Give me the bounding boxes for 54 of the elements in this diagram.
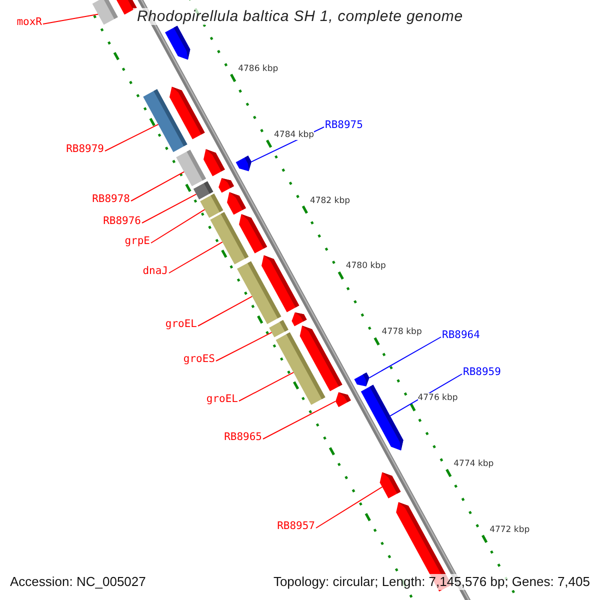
gene-segment	[204, 149, 225, 176]
tick-label: 4778 kbp	[382, 327, 422, 338]
gene-segment	[236, 156, 252, 172]
gene-label: groEL	[206, 393, 238, 405]
tick-label: 4774 kbp	[454, 459, 494, 470]
tick-label: 4776 kbp	[418, 393, 458, 404]
leader-line	[216, 332, 272, 362]
leader-line	[198, 296, 253, 326]
gene-segment	[227, 192, 246, 215]
leader-line	[42, 14, 99, 24]
accession-text: Accession: NC_005027	[10, 574, 146, 590]
gene-label: RB8978	[92, 193, 130, 205]
tick-label: 4772 kbp	[490, 524, 530, 535]
gene-label: RB8979	[66, 143, 104, 155]
gene-label: grpE	[124, 235, 150, 247]
gene-label: RB8959	[463, 366, 501, 378]
gene-label: RB8976	[103, 215, 141, 227]
gene-segment	[336, 392, 351, 408]
leader-line	[168, 242, 223, 274]
gene-segment	[300, 326, 342, 392]
gene-bar	[176, 150, 206, 186]
gene-bar	[92, 0, 118, 25]
gene-segment	[354, 372, 370, 386]
gene-label: RB8957	[277, 520, 315, 532]
leader-line	[104, 124, 159, 152]
gene-label: RB8975	[325, 119, 363, 131]
leader-line	[150, 209, 206, 244]
gene-bar	[200, 194, 224, 218]
gene-segment	[165, 26, 190, 60]
gene-label: dnaJ	[142, 265, 168, 277]
gene-segment	[380, 472, 401, 498]
gene-segment	[292, 312, 307, 326]
leader-line	[238, 372, 294, 402]
gene-segment	[170, 86, 205, 140]
tick-label: 4784 kbp	[274, 130, 314, 140]
gene-segment	[360, 384, 404, 450]
leader-line	[142, 194, 197, 224]
gene-segment	[239, 214, 268, 254]
tick-label: 4782 kbp	[310, 196, 350, 206]
tick-label: 4786 kbp	[238, 64, 278, 74]
gene-label: groEL	[165, 318, 197, 330]
leader-line	[262, 400, 336, 440]
leader-line	[368, 336, 442, 378]
gene-label: groES	[183, 353, 215, 365]
gene-segment	[262, 255, 300, 312]
gene-label: moxR	[16, 16, 42, 28]
tick-label: 4780 kbp	[346, 261, 386, 272]
gene-segment	[218, 178, 234, 193]
gene-label: RB8964	[442, 329, 480, 341]
leader-line	[130, 171, 185, 202]
genome-stats-text: Topology: circular; Length: 7,145,576 bp; Genes: 7,405	[273, 574, 590, 590]
leader-line	[316, 486, 383, 528]
gene-label: RB8965	[224, 431, 262, 443]
gene-bar	[269, 320, 288, 338]
